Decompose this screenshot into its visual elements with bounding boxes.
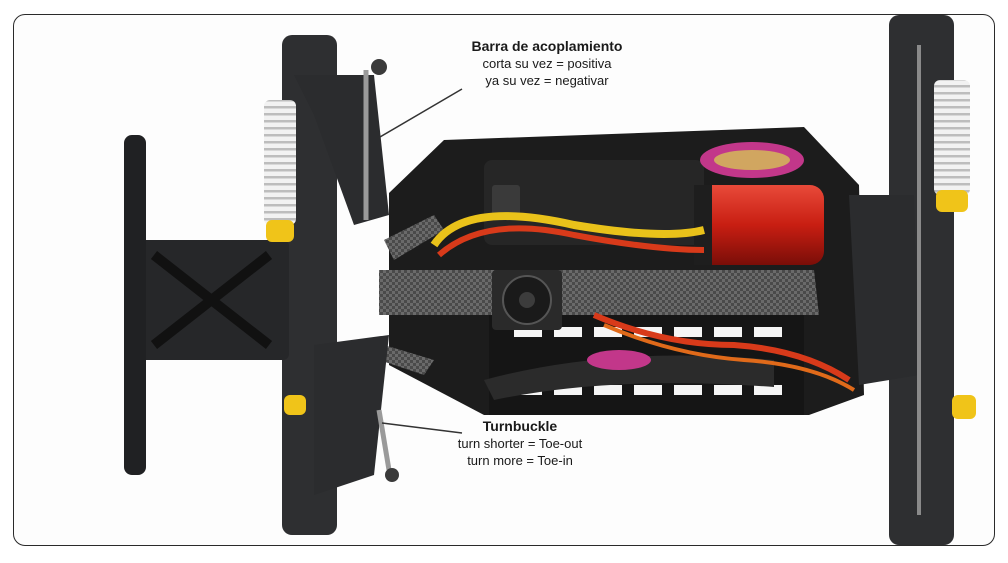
top-callout-line1: corta su vez = positiva: [482, 56, 612, 71]
carbon-top-deck: [379, 270, 819, 315]
motor: [694, 185, 824, 265]
front-shock-spring: [264, 100, 296, 225]
top-callout: Barra de acoplamiento corta su vez = pos…: [442, 38, 652, 89]
front-shock-collar: [266, 220, 294, 242]
bottom-leader-line: [381, 422, 463, 434]
bottom-callout-line1: turn shorter = Toe-out: [457, 436, 583, 451]
top-callout-line2: ya su vez = negativar: [485, 73, 609, 88]
front-bumper: [124, 135, 146, 475]
top-callout-title: Barra de acoplamiento: [471, 38, 623, 54]
rc-chassis-photo: [124, 15, 976, 545]
battery-strap: [484, 355, 774, 400]
rear-shock-spring: [934, 80, 970, 195]
bottom-callout-line2: turn more = Toe-in: [467, 453, 573, 468]
figure-frame: [13, 14, 995, 546]
bottom-callout-title: Turnbuckle: [482, 418, 558, 434]
strap-sticker: [587, 350, 651, 370]
yellow-wire: [430, 212, 705, 248]
electronics-box: [484, 160, 704, 245]
top-leader-line: [379, 88, 463, 138]
turnbuckle-bottom: [376, 409, 392, 471]
bottom-callout: Turnbuckle turn shorter = Toe-out turn m…: [420, 418, 620, 469]
